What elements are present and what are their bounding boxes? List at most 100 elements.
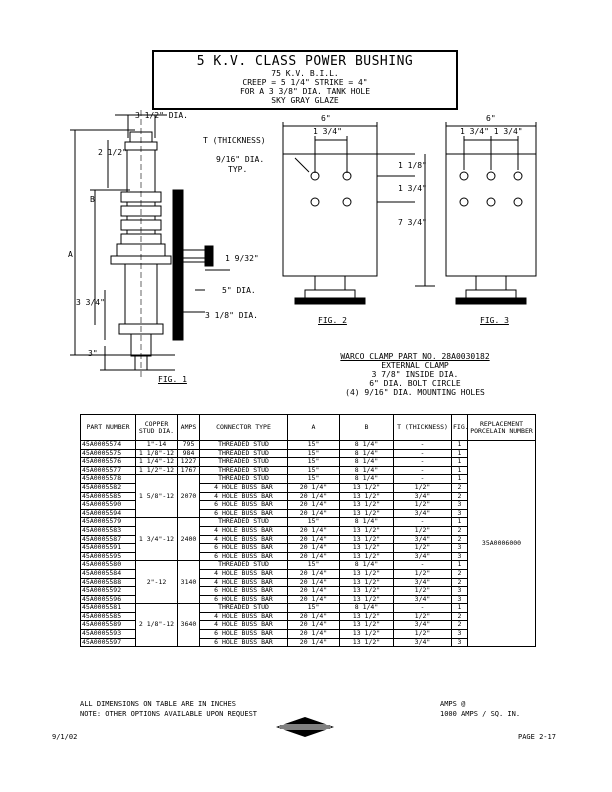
clamp-inside-dia: 3 7/8" INSIDE DIA. bbox=[371, 370, 459, 379]
cell-part-number: 45A0005576 bbox=[80, 457, 136, 467]
cell-part-number: 45A0005585 bbox=[80, 491, 136, 502]
cell-stud-dia: 1 5/8"-12 bbox=[135, 474, 178, 519]
cell-fig: 2 bbox=[451, 620, 468, 631]
cell-connector-type: THREADED STUD bbox=[199, 457, 288, 467]
cell-b: 13 1/2" bbox=[339, 534, 394, 545]
cell-fig: 2 bbox=[451, 482, 468, 493]
header-fig: FIG. bbox=[451, 414, 468, 441]
header-amps: AMPS bbox=[177, 414, 200, 441]
cell-thickness: 1/2" bbox=[393, 500, 452, 510]
title-line-3: FOR A 3 3/8" DIA. TANK HOLE bbox=[239, 87, 371, 96]
cell-thickness: 1/2" bbox=[393, 611, 452, 622]
cell-b: 8 1/4" bbox=[339, 603, 394, 613]
cell-connector-type: 4 HOLE BUSS BAR bbox=[199, 577, 288, 588]
cell-connector-type: 4 HOLE BUSS BAR bbox=[199, 482, 288, 493]
cell-thickness: - bbox=[393, 440, 452, 450]
cell-b: 13 1/2" bbox=[339, 568, 394, 579]
cell-part-number: 45A0005580 bbox=[80, 560, 136, 570]
cell-a: 15" bbox=[287, 440, 340, 450]
cell-connector-type: THREADED STUD bbox=[199, 440, 288, 450]
cell-thickness: 3/4" bbox=[393, 620, 452, 631]
cell-a: 20 1/4" bbox=[287, 620, 340, 631]
cell-connector-type: 6 HOLE BUSS BAR bbox=[199, 551, 288, 562]
cell-connector-type: 4 HOLE BUSS BAR bbox=[199, 534, 288, 545]
fig2-hole-typ: TYP. bbox=[228, 165, 248, 174]
cell-fig: 3 bbox=[451, 594, 468, 605]
cell-part-number: 45A0005577 bbox=[80, 465, 136, 476]
cell-b: 8 1/4" bbox=[339, 474, 394, 484]
title-line-1: 75 K.V. B.I.L. bbox=[271, 69, 339, 78]
cell-b: 13 1/2" bbox=[339, 594, 394, 605]
cell-fig: 3 bbox=[451, 543, 468, 553]
note-dimensions: ALL DIMENSIONS ON TABLE ARE IN INCHES bbox=[80, 700, 236, 708]
fig1-drawing bbox=[70, 110, 230, 380]
cell-a: 15" bbox=[287, 465, 340, 476]
cell-fig: 2 bbox=[451, 491, 468, 502]
cell-connector-type: 6 HOLE BUSS BAR bbox=[199, 500, 288, 510]
cell-part-number: 45A0005591 bbox=[80, 543, 136, 553]
cell-part-number: 45A0005585 bbox=[80, 611, 136, 622]
cell-amps: 1227 bbox=[177, 457, 200, 467]
cell-connector-type: 4 HOLE BUSS BAR bbox=[199, 620, 288, 631]
cell-a: 20 1/4" bbox=[287, 534, 340, 545]
fig2-thickness-label: T (THICKNESS) bbox=[203, 136, 266, 145]
document-title: 5 K.V. CLASS POWER BUSHING bbox=[196, 54, 414, 69]
cell-fig: 1 bbox=[451, 474, 468, 484]
cell-fig: 3 bbox=[451, 508, 468, 519]
fig1-dim-3: 3" bbox=[88, 349, 98, 358]
cell-thickness: 1/2" bbox=[393, 629, 452, 639]
cell-fig: 1 bbox=[451, 448, 468, 459]
cell-thickness: 3/4" bbox=[393, 551, 452, 562]
cell-a: 20 1/4" bbox=[287, 577, 340, 588]
cell-part-number: 45A0005589 bbox=[80, 620, 136, 631]
cell-a: 20 1/4" bbox=[287, 525, 340, 536]
cell-stud-dia: 2"-12 bbox=[135, 560, 178, 605]
cell-thickness: 3/4" bbox=[393, 534, 452, 545]
cell-part-number: 45A0005588 bbox=[80, 577, 136, 588]
header-a: A bbox=[287, 414, 340, 441]
clamp-note: WARCO CLAMP PART NO. 28A0030182 EXTERNAL… bbox=[290, 352, 540, 397]
cell-b: 13 1/2" bbox=[339, 629, 394, 639]
cell-a: 20 1/4" bbox=[287, 491, 340, 502]
fig3-drawing bbox=[445, 122, 537, 305]
cell-amps: 1767 bbox=[177, 465, 200, 476]
cell-thickness: 3/4" bbox=[393, 577, 452, 588]
cell-a: 15" bbox=[287, 560, 340, 570]
cell-stud-dia: 1 1/4"-12 bbox=[135, 457, 178, 467]
clamp-type: EXTERNAL CLAMP bbox=[381, 361, 449, 370]
cell-part-number: 45A0005579 bbox=[80, 517, 136, 527]
cell-thickness: 3/4" bbox=[393, 594, 452, 605]
fig1-dim-a: A bbox=[68, 250, 73, 259]
cell-fig: 2 bbox=[451, 525, 468, 536]
cell-amps: 795 bbox=[177, 440, 200, 450]
cell-a: 20 1/4" bbox=[287, 543, 340, 553]
fig1-dim-dia-bottom: 3 1/8" DIA. bbox=[205, 311, 258, 320]
clamp-bolt-circle: 6" DIA. BOLT CIRCLE bbox=[369, 379, 461, 388]
fig2-hole-label: 9/16" DIA. bbox=[216, 155, 265, 164]
cell-b: 13 1/2" bbox=[339, 482, 394, 493]
fig1-dim-5dia: 5" DIA. bbox=[222, 286, 256, 295]
fig3-label: FIG. 3 bbox=[480, 316, 509, 325]
cell-fig: 1 bbox=[451, 517, 468, 527]
cell-fig: 3 bbox=[451, 551, 468, 562]
cell-a: 20 1/4" bbox=[287, 629, 340, 639]
cell-fig: 1 bbox=[451, 465, 468, 476]
cell-thickness: - bbox=[393, 603, 452, 613]
cell-a: 15" bbox=[287, 603, 340, 613]
cell-b: 13 1/2" bbox=[339, 551, 394, 562]
cell-a: 20 1/4" bbox=[287, 500, 340, 510]
fig2-label: FIG. 2 bbox=[318, 316, 347, 325]
title-line-4: SKY GRAY GLAZE bbox=[271, 96, 339, 105]
cell-connector-type: 4 HOLE BUSS BAR bbox=[199, 568, 288, 579]
fig1-dim-top: 3 1/2" DIA. bbox=[135, 111, 188, 120]
cell-fig: 2 bbox=[451, 534, 468, 545]
cell-part-number: 45A0005584 bbox=[80, 568, 136, 579]
cell-thickness: 3/4" bbox=[393, 508, 452, 519]
cell-b: 13 1/2" bbox=[339, 577, 394, 588]
cell-a: 20 1/4" bbox=[287, 611, 340, 622]
cell-connector-type: 4 HOLE BUSS BAR bbox=[199, 525, 288, 536]
